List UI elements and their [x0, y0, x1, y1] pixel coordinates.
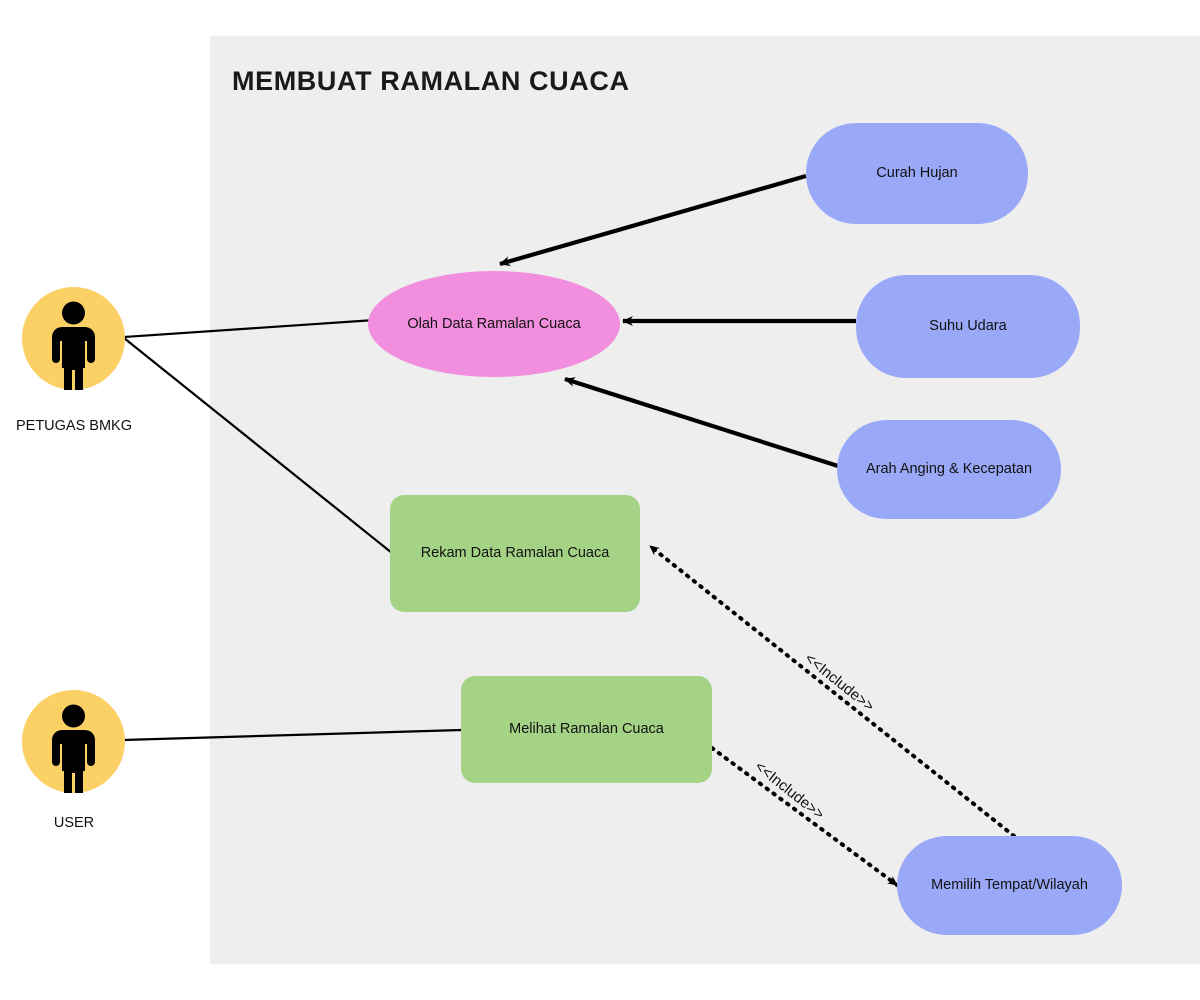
diagram-title: MEMBUAT RAMALAN CUACA	[232, 66, 630, 96]
use-case-memilih-tempat-wilayah[interactable]: Memilih Tempat/Wilayah	[897, 836, 1122, 935]
use-case-label: Memilih Tempat/Wilayah	[931, 877, 1088, 894]
use-case-olah-data-ramalan-cuaca[interactable]: Olah Data Ramalan Cuaca	[368, 271, 620, 377]
use-case-rekam-data-ramalan-cuaca[interactable]: Rekam Data Ramalan Cuaca	[390, 495, 640, 612]
actor-user[interactable]	[22, 690, 125, 793]
connector-petugas-rekam-data	[123, 337, 393, 554]
use-case-melihat-ramalan-cuaca[interactable]: Melihat Ramalan Cuaca	[461, 676, 712, 783]
actor-label-user: USER	[53, 815, 95, 831]
actor-label-petugas-bmkg: PETUGAS BMKG	[15, 418, 133, 434]
use-case-label: Curah Hujan	[876, 165, 958, 182]
use-case-label: Rekam Data Ramalan Cuaca	[420, 545, 610, 562]
use-case-curah-hujan[interactable]: Curah Hujan	[806, 123, 1028, 224]
use-case-label: Melihat Ramalan Cuaca	[509, 721, 664, 738]
use-case-arah-anging-kecepatan[interactable]: Arah Anging & Kecepatan	[837, 420, 1061, 519]
person-icon	[52, 704, 95, 793]
use-case-label: Suhu Udara	[929, 318, 1007, 335]
connector-arah-angin-olah-data	[564, 376, 839, 469]
use-case-suhu-udara[interactable]: Suhu Udara	[856, 275, 1080, 378]
connector-curah-hujan-olah-data	[499, 173, 807, 267]
connector-user-melihat-ramalan	[123, 728, 462, 742]
actor-petugas-bmkg[interactable]	[22, 287, 125, 390]
use-case-label: Olah Data Ramalan Cuaca	[407, 315, 581, 332]
connector-include-rekam-data	[648, 544, 1016, 838]
person-icon	[52, 301, 95, 390]
connector-include-memilih-tempat	[710, 746, 899, 887]
use-case-label: Arah Anging & Kecepatan	[865, 461, 1033, 478]
connector-petugas-olah-data	[123, 318, 376, 339]
